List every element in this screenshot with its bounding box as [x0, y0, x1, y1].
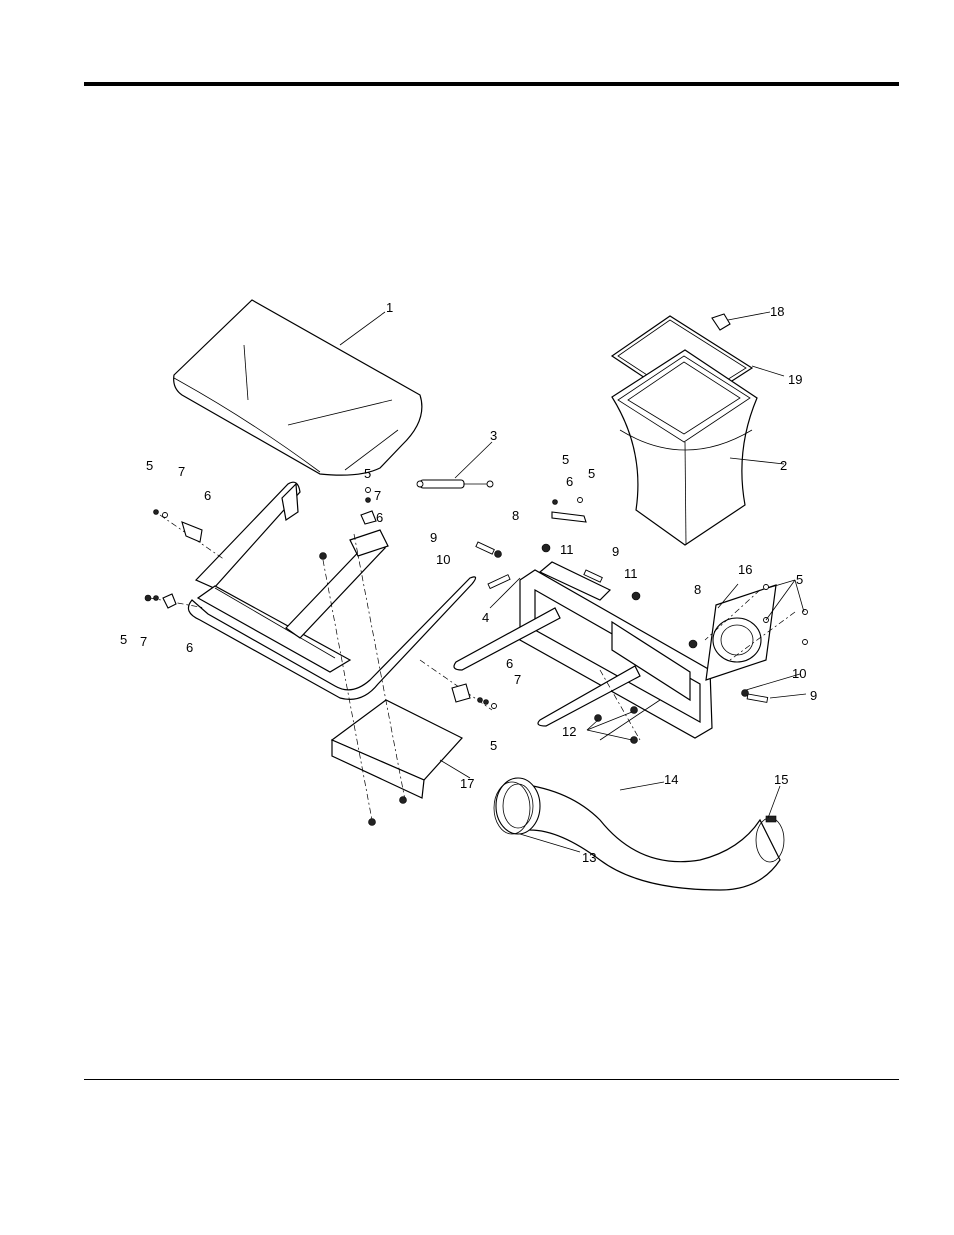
- hose: [496, 778, 780, 890]
- clip: [712, 314, 730, 330]
- callout-9a: 9: [430, 530, 437, 545]
- footer-rule: [84, 1079, 899, 1080]
- callout-8b: 8: [694, 582, 701, 597]
- callout-5f: 5: [120, 632, 127, 647]
- callout-6d: 6: [186, 640, 193, 655]
- callout-18: 18: [770, 304, 784, 319]
- callout-5b: 5: [364, 466, 371, 481]
- callout-14: 14: [664, 772, 678, 787]
- callout-9b: 9: [612, 544, 619, 559]
- callout-5e: 5: [796, 572, 803, 587]
- callout-5d: 5: [588, 466, 595, 481]
- callout-5a: 5: [146, 458, 153, 473]
- callout-13: 13: [582, 850, 596, 865]
- callout-19: 19: [788, 372, 802, 387]
- callout-10a: 10: [436, 552, 450, 567]
- callout-5g: 5: [490, 738, 497, 753]
- gas-spring: [417, 480, 493, 488]
- callout-7b: 7: [374, 488, 381, 503]
- callout-17: 17: [460, 776, 474, 791]
- callout-3: 3: [490, 428, 497, 443]
- callout-6e: 6: [506, 656, 513, 671]
- callout-2: 2: [780, 458, 787, 473]
- callout-9c: 9: [810, 688, 817, 703]
- callout-16: 16: [738, 562, 752, 577]
- callout-8a: 8: [512, 508, 519, 523]
- callout-11b: 11: [624, 566, 638, 581]
- callout-6c: 6: [566, 474, 573, 489]
- handle-frame: [188, 482, 475, 699]
- callout-10b: 10: [792, 666, 806, 681]
- callout-7c: 7: [140, 634, 147, 649]
- callout-4: 4: [482, 610, 489, 625]
- callout-7a: 7: [178, 464, 185, 479]
- callout-1: 1: [386, 300, 393, 315]
- callout-12: 12: [562, 724, 576, 739]
- callout-6a: 6: [204, 488, 211, 503]
- chute-frame: [454, 562, 712, 740]
- deflector: [332, 700, 462, 798]
- callout-11a: 11: [560, 542, 574, 557]
- callout-15: 15: [774, 772, 788, 787]
- callout-5c: 5: [562, 452, 569, 467]
- callout-7d: 7: [514, 672, 521, 687]
- adapter-plate: [706, 585, 776, 680]
- bag-cover: [174, 300, 422, 475]
- callout-6b: 6: [376, 510, 383, 525]
